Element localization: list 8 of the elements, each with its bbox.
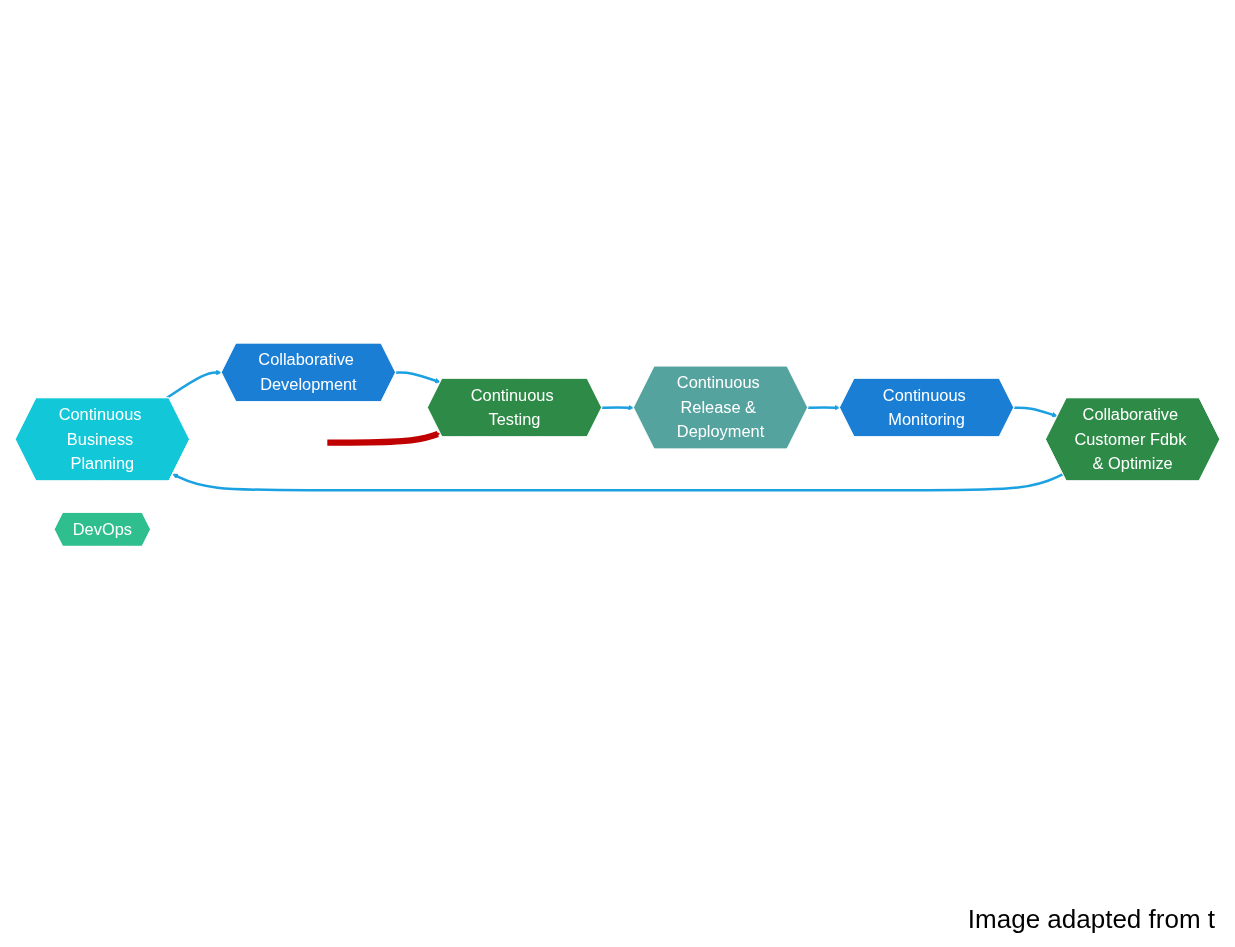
- arrow: [165, 370, 222, 400]
- arrow: [327, 431, 441, 446]
- caption: Image adapted from t: [967, 904, 1215, 935]
- arrow: [602, 405, 634, 411]
- arrow: [172, 473, 1064, 492]
- arrow: [1014, 406, 1058, 418]
- arrow: [808, 405, 840, 411]
- arrow: [396, 371, 441, 384]
